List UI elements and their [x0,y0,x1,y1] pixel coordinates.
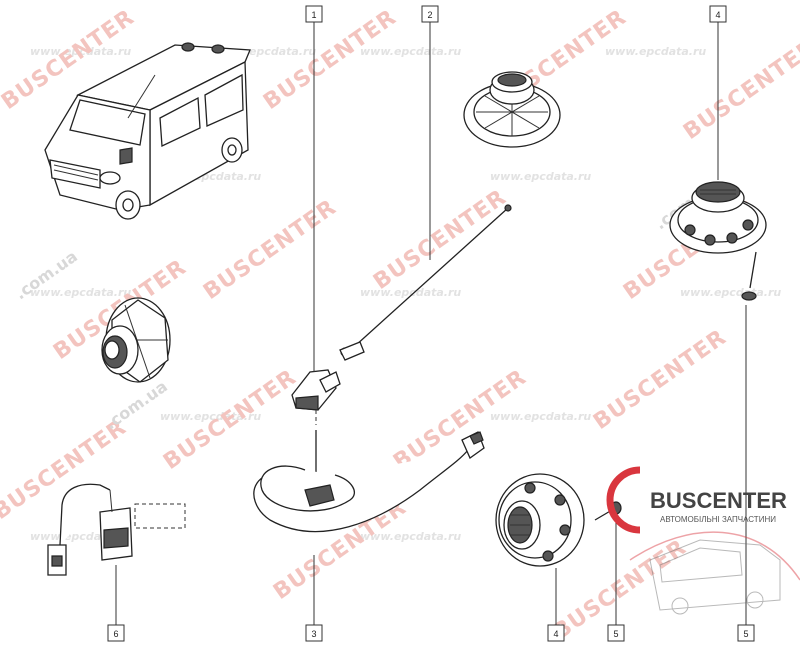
callout-label: 4 [715,10,720,20]
optional-part-outline [134,503,186,529]
watermark-site: www.epcdata.ru [30,286,131,299]
callout-6: 6 [107,624,125,642]
logo-van-sketch [629,531,800,615]
logo-c-mark [606,466,641,534]
watermark-site: www.epcdata.ru [160,410,261,423]
watermark-site: www.epcdata.ru [680,286,781,299]
callout-leaders [115,20,747,625]
watermark-site: www.epcdata.ru [360,530,461,543]
callout-label: 3 [311,629,316,639]
watermark-brand-domain: .com.ua [101,377,170,434]
callout-5-right: 5 [737,624,755,642]
van-illustration [44,42,251,220]
antenna-base [291,369,341,425]
callout-4-top: 4 [709,5,727,23]
callout-label: 5 [613,629,618,639]
callout-5-mid: 5 [607,624,625,642]
callout-1: 1 [305,5,323,23]
watermark-brand: BUSCENTER [589,325,731,435]
callout-label: 2 [427,10,432,20]
antenna-cable [253,430,485,533]
logo-name: BUSCENTER [650,488,787,513]
watermark-site: www.epcdata.ru [605,45,706,58]
callout-4-bottom: 4 [547,624,565,642]
speaker-right [669,181,767,254]
speaker-bottom [495,473,585,567]
speaker-left [101,297,171,383]
watermark-brand: BUSCENTER [369,185,511,295]
speaker-top [463,71,561,148]
watermark-brand: BUSCENTER [259,5,401,115]
antenna-rod [339,204,512,361]
callout-3: 3 [305,624,323,642]
callout-label: 4 [553,629,558,639]
callout-label: 1 [311,10,316,20]
logo-tagline: АВТОМОБІЛЬНІ ЗАПЧАСТИНИ [660,515,776,524]
watermark-site: www.epcdata.ru [490,410,591,423]
watermark-site: www.epcdata.ru [490,170,591,183]
watermark-brand: BUSCENTER [199,195,341,305]
watermark-site: www.epcdata.ru [30,45,131,58]
adapter-cable [47,483,186,576]
watermark-site: www.epcdata.ru [360,286,461,299]
callout-2: 2 [421,5,439,23]
buscenter-logo: BUSCENTER АВТОМОБІЛЬНІ ЗАПЧАСТИНИ [606,466,800,615]
screw-right [741,251,757,301]
watermark-site: www.epcdata.ru [360,45,461,58]
callout-label: 6 [113,629,118,639]
callout-label: 5 [743,629,748,639]
